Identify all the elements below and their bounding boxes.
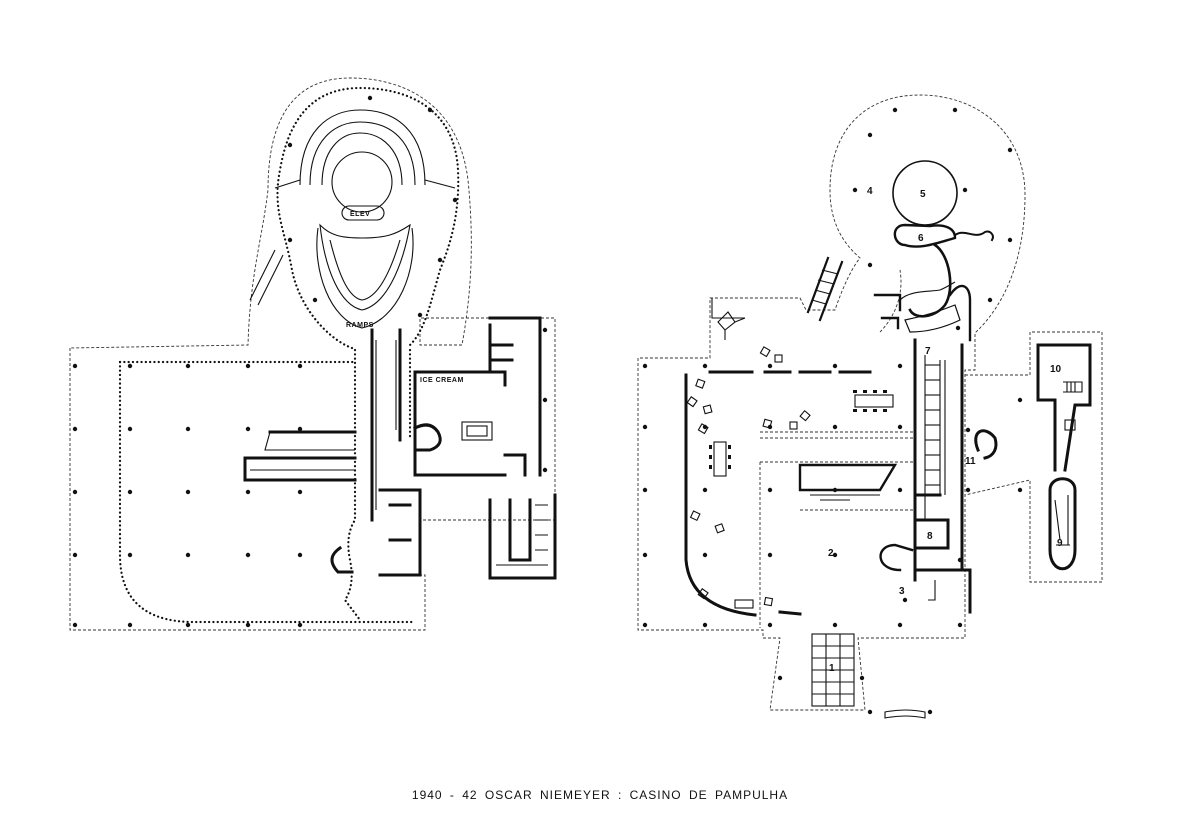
left-table bbox=[461, 421, 493, 441]
right-room-9 bbox=[1048, 477, 1077, 571]
right-annex-walls bbox=[1036, 343, 1092, 472]
label-elev: ELEV bbox=[350, 211, 370, 218]
label-number-7: 7 bbox=[925, 346, 931, 357]
right-west-stair bbox=[806, 256, 844, 322]
left-oval-well bbox=[331, 151, 393, 213]
left-stage-arcs bbox=[299, 109, 426, 186]
right-spiral-stair-3 bbox=[879, 543, 914, 572]
left-hall-perimeter bbox=[118, 360, 417, 624]
label-number-1: 1 bbox=[829, 663, 835, 674]
left-auditorium bbox=[319, 223, 411, 311]
right-spiral-stair-11 bbox=[974, 429, 998, 460]
left-outer-boundary bbox=[69, 77, 556, 631]
left-floor-plan: ELEV RAMPS ICE CREAM bbox=[69, 77, 557, 631]
right-entrance-canopy bbox=[811, 633, 855, 707]
right-floor-plan: 1 2 3 4 5 6 7 8 9 10 11 bbox=[637, 94, 1103, 719]
drawing-caption: 1940 - 42 OSCAR NIEMEYER : CASINO DE PAM… bbox=[411, 788, 789, 802]
right-stage bbox=[798, 463, 898, 492]
right-drive-symbol bbox=[717, 311, 746, 340]
left-lower-service bbox=[378, 488, 557, 580]
label-number-3: 3 bbox=[899, 586, 905, 597]
left-column-grid bbox=[72, 95, 548, 628]
right-scattered-furniture bbox=[686, 346, 811, 609]
label-number-4: 4 bbox=[867, 186, 873, 197]
left-corridor-walls bbox=[370, 328, 402, 522]
label-number-11: 11 bbox=[965, 456, 976, 467]
right-column-grid bbox=[642, 107, 1023, 715]
label-number-6: 6 bbox=[918, 233, 924, 244]
left-oval-perimeter bbox=[276, 86, 460, 350]
label-number-9: 9 bbox=[1057, 538, 1063, 549]
label-ramps: RAMPS bbox=[346, 322, 374, 329]
label-ice-cream: ICE CREAM bbox=[420, 377, 464, 384]
label-number-5: 5 bbox=[920, 189, 926, 200]
left-service-wing bbox=[413, 316, 542, 477]
right-lobby-6 bbox=[893, 223, 957, 248]
label-number-2: 2 bbox=[828, 548, 834, 559]
right-table-north bbox=[854, 394, 894, 408]
left-west-ramp bbox=[249, 249, 284, 306]
right-outer-boundary bbox=[637, 94, 1026, 711]
label-number-10: 10 bbox=[1050, 364, 1062, 375]
right-annex-boundary bbox=[964, 331, 1103, 583]
right-spine-walls bbox=[913, 338, 964, 582]
label-number-8: 8 bbox=[927, 531, 933, 542]
right-hall-wall-west bbox=[684, 373, 757, 617]
right-table-west bbox=[713, 441, 727, 477]
left-main-stage bbox=[243, 430, 357, 482]
